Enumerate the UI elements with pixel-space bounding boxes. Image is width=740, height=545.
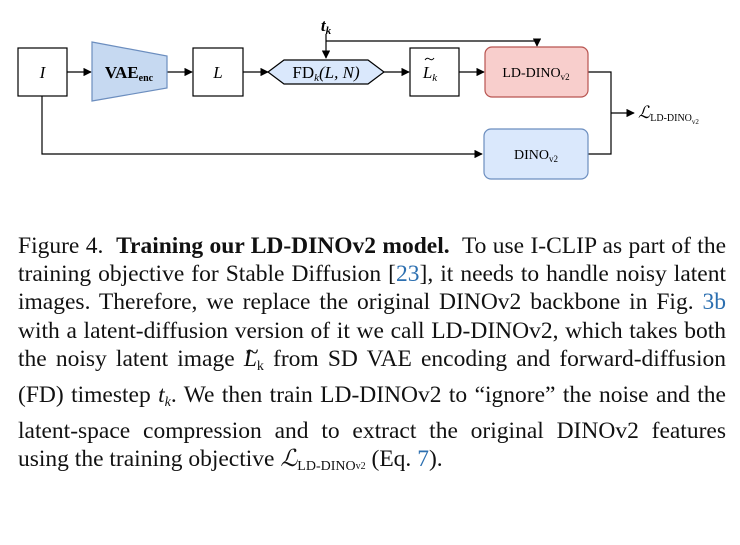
input-image-node: I xyxy=(17,47,68,97)
ld-dino-node: LD-DINOv2 xyxy=(484,46,589,98)
arrow-tk-to-lddino xyxy=(326,38,542,47)
noisy-latent-label: Lk xyxy=(422,63,438,84)
math-timestep: tk xyxy=(158,382,171,411)
caption-text-4: from SD VAE encoding and forward-diffusi… xyxy=(18,345,726,409)
noisy-latent-node: Lk xyxy=(409,47,460,97)
caption-text-7: ). xyxy=(428,446,443,473)
training-diagram: I VAEenc L FDk(L, N) tk Lk LD-DINOv2 DIN… xyxy=(17,16,699,180)
caption-text-5: . We then train LD-DINOv2 to “ignore” th… xyxy=(18,382,726,473)
math-noisy-latent: Lk~ xyxy=(243,338,264,374)
figure-caption: Figure 4. Training our LD-DINOv2 model. … xyxy=(18,232,726,482)
vae-encoder-label: VAEenc xyxy=(105,63,154,84)
ld-dino-label: LD-DINOv2 xyxy=(502,66,569,82)
forward-diffusion-node: FDk(L, N) xyxy=(267,59,385,85)
timestep-label: tk xyxy=(321,16,332,37)
caption-text-6: (Eq. xyxy=(365,446,418,473)
input-image-label: I xyxy=(39,63,47,82)
forward-diffusion-label: FDk(L, N) xyxy=(292,63,360,84)
equation-ref-link[interactable]: 7 xyxy=(417,446,429,473)
caption-title: Training our LD-DINOv2 model. xyxy=(116,233,450,259)
latent-label: L xyxy=(212,63,222,82)
caption-text-1: To use I-CLIP as part of the training ob… xyxy=(18,233,727,288)
dino-label: DINOv2 xyxy=(514,148,558,164)
arrow-i-to-dino xyxy=(41,96,483,159)
caption-text-2: ], it needs to handle noisy latent image… xyxy=(18,261,726,316)
caption-text-3: with a latent-diffusion version of it we… xyxy=(18,317,726,372)
loss-label: ℒLD-DINOv2 xyxy=(638,103,699,126)
connectors xyxy=(41,34,635,159)
dino-node: DINOv2 xyxy=(483,128,589,180)
figure-ref-link[interactable]: 3b xyxy=(702,289,727,316)
tilde-mark xyxy=(424,57,435,61)
math-loss: ℒLD-DINOv2 xyxy=(280,446,366,475)
caption-label: Figure 4. xyxy=(18,233,104,259)
vae-encoder-node: VAEenc xyxy=(91,41,168,102)
latent-node: L xyxy=(192,47,244,97)
citation-link[interactable]: 23 xyxy=(396,261,420,288)
line-lddino-to-loss xyxy=(588,71,612,155)
